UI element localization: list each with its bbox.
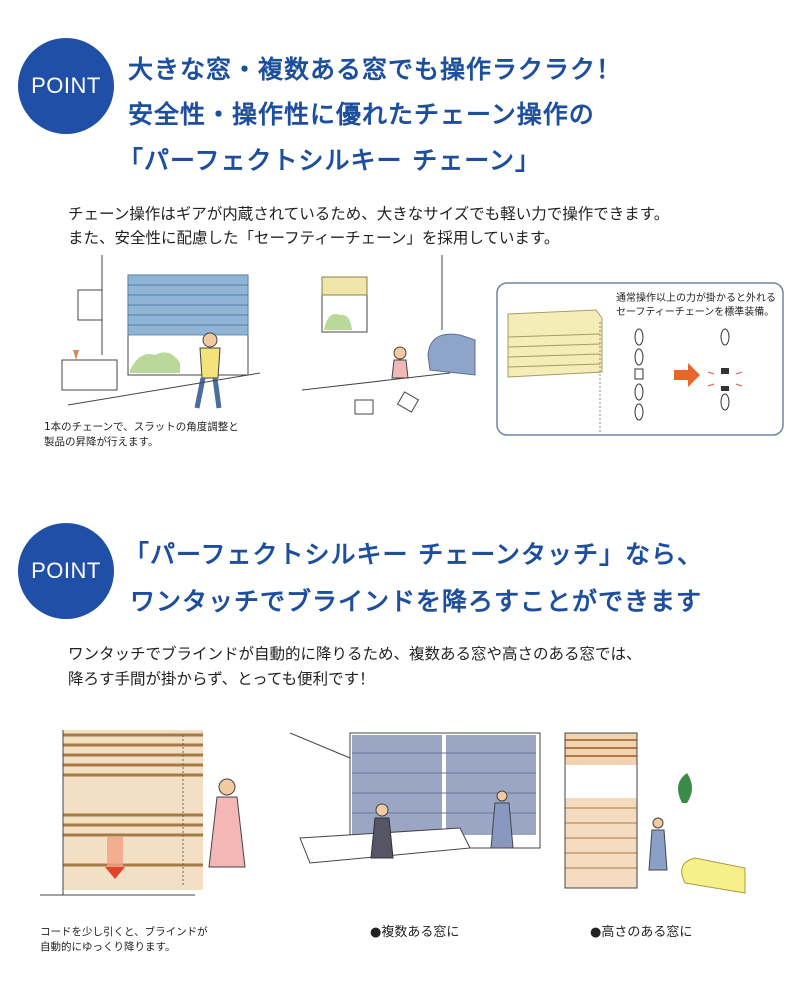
- tall-window-illustration: [564, 732, 746, 894]
- caption-2-line-2: 自動的にゆっくり降ります。: [40, 941, 176, 953]
- room-blind-illustration: [61, 255, 261, 409]
- caption-1-line-1: 1本のチェーンで、スラットの角度調整と: [44, 421, 239, 433]
- caption-tall-window: ●高さのある窓に: [590, 925, 693, 940]
- headline-1-line-2: 安全性・操作性に優れたチェーン操作の: [128, 100, 595, 129]
- callout-line-1: 通常操作以上の力が掛かると外れる: [616, 293, 776, 304]
- headline-1-line-3: 「パーフェクトシルキー チェーン」: [118, 146, 541, 175]
- headline-1-line-1: 大きな窓・複数ある窓でも操作ラクラク！: [128, 55, 623, 84]
- multiple-windows-illustration: [290, 732, 541, 864]
- caption-multiple-windows: ●複数ある窓に: [370, 925, 460, 940]
- point-badge-1: POINT: [18, 38, 114, 134]
- chain-touch-blind-illustration: [40, 730, 246, 896]
- safety-chain-callout-box: [496, 282, 784, 436]
- caption-1-line-2: 製品の昇降が行えます。: [44, 436, 159, 448]
- point-badge-2: POINT: [18, 523, 114, 619]
- body-1-line-1: チェーン操作はギアが内蔵されているため、大きなサイズでも軽い力で操作できます。: [68, 205, 670, 223]
- body-1-line-2: また、安全性に配慮した「セーフティーチェーン」を採用しています。: [68, 229, 560, 247]
- callout-line-2: セーフティーチェーンを標準装備。: [616, 307, 775, 318]
- body-2-line-1: ワンタッチでブラインドが自動的に降りるため、複数ある窓や高さのある窓では、: [68, 645, 642, 663]
- caption-2-line-1: コードを少し引くと、ブラインドが: [40, 926, 208, 938]
- headline-2-line-2: ワンタッチでブラインドを降ろすことができます: [130, 587, 703, 616]
- headline-2-line-1: 「パーフェクトシルキー チェーンタッチ」なら、: [124, 540, 703, 569]
- child-room-illustration: [301, 255, 476, 415]
- body-2-line-2: 降ろす手間が掛からず、とっても便利です！: [68, 670, 375, 688]
